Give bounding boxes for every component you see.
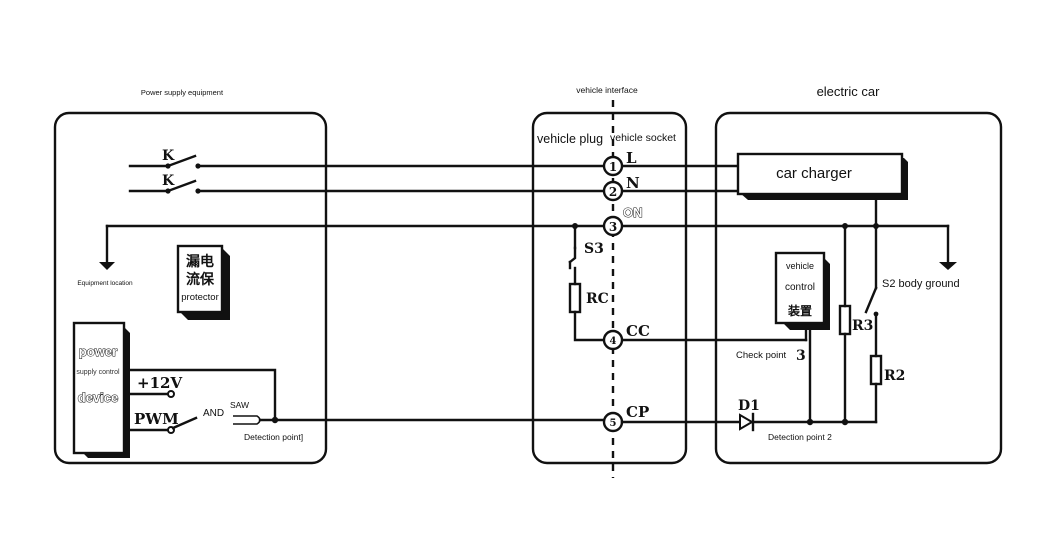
power-supply-box — [53, 111, 328, 465]
detection-point-1-label: Detection point] — [244, 432, 303, 442]
power-supply-title: Power supply equipment — [141, 88, 224, 97]
rc-wire — [573, 310, 606, 342]
vehicle-socket-label: vehicle socket — [610, 132, 676, 144]
pin-5-label: CP — [626, 403, 649, 421]
equipment-location-label: Equipment location — [77, 280, 133, 287]
svg-text:vehicle: vehicle — [786, 261, 814, 271]
vehicle-interface-title: vehicle interface — [576, 85, 638, 95]
switch-k2 — [166, 179, 197, 193]
switch-k1 — [166, 154, 197, 168]
pin-5: 5 — [602, 411, 624, 433]
svg-text:5: 5 — [610, 418, 617, 429]
pin-1: 1 — [602, 155, 624, 177]
pwm-label: PWM — [134, 410, 179, 428]
switch-k1-label: K — [162, 148, 175, 164]
pin-2-label: N — [626, 174, 640, 192]
protector-label: protector — [181, 292, 219, 303]
detection-point-1-node — [271, 416, 279, 424]
rc-label: RC — [586, 291, 609, 307]
r3-resistor — [838, 304, 852, 336]
check-point-number: 3 — [796, 348, 806, 364]
diode-d1 — [739, 413, 754, 431]
switch-k2-label: K — [162, 173, 175, 189]
s2-switch — [864, 286, 878, 314]
car-charger-label: car charger — [776, 165, 852, 182]
rc-resistor — [568, 282, 582, 314]
v12-label: +12V — [137, 374, 182, 392]
vehicle-interface-box — [531, 111, 688, 465]
r2-resistor — [869, 354, 883, 386]
svg-text:3: 3 — [609, 220, 617, 234]
pwm-switch — [171, 416, 198, 430]
pin-3: 3 — [602, 215, 624, 237]
svg-text:supply control: supply control — [76, 369, 120, 376]
electric-car-box — [714, 111, 1003, 465]
svg-text:1: 1 — [609, 160, 617, 174]
electric-car-title: electric car — [817, 84, 881, 99]
detection-point-2-label: Detection point 2 — [768, 432, 832, 442]
car-charger: car charger — [736, 152, 908, 200]
s3-label: S3 — [584, 241, 604, 257]
r2-label: R2 — [884, 368, 905, 384]
sense-wire — [128, 368, 277, 422]
s2-body-ground-label: S2 body ground — [882, 278, 960, 290]
pin-4-label: CC — [626, 322, 650, 340]
svg-text:4: 4 — [610, 336, 617, 347]
and-label: AND — [203, 408, 224, 419]
s3-switch — [568, 246, 577, 264]
r3-label: R3 — [852, 318, 873, 334]
vehicle-plug-label: vehicle plug — [537, 132, 603, 146]
pin-1-label: L — [626, 149, 637, 167]
power-supply-control-device: power supply control device — [72, 321, 130, 458]
saw-symbol — [233, 415, 261, 425]
svg-text:2: 2 — [609, 185, 617, 199]
pin-3-label: ON — [623, 205, 643, 220]
detection-point-2-node — [806, 418, 814, 426]
pin-2: 2 — [602, 180, 624, 202]
protector: 漏电 流保 protector — [176, 244, 230, 320]
svg-text:device: device — [78, 390, 118, 405]
body-ground-icon — [939, 262, 957, 270]
svg-text:装置: 装置 — [787, 303, 812, 318]
vehicle-control: vehicle control 装置 — [774, 251, 830, 330]
svg-text:power: power — [79, 344, 117, 359]
d1-label: D1 — [738, 398, 760, 414]
check-point-label: Check point — [736, 350, 787, 361]
pin-4: 4 — [602, 329, 624, 351]
svg-text:漏电: 漏电 — [186, 253, 214, 270]
svg-text:流保: 流保 — [186, 271, 215, 288]
saw-label: SAW — [230, 400, 249, 410]
svg-text:control: control — [785, 282, 815, 293]
equipment-ground-icon — [99, 262, 115, 270]
